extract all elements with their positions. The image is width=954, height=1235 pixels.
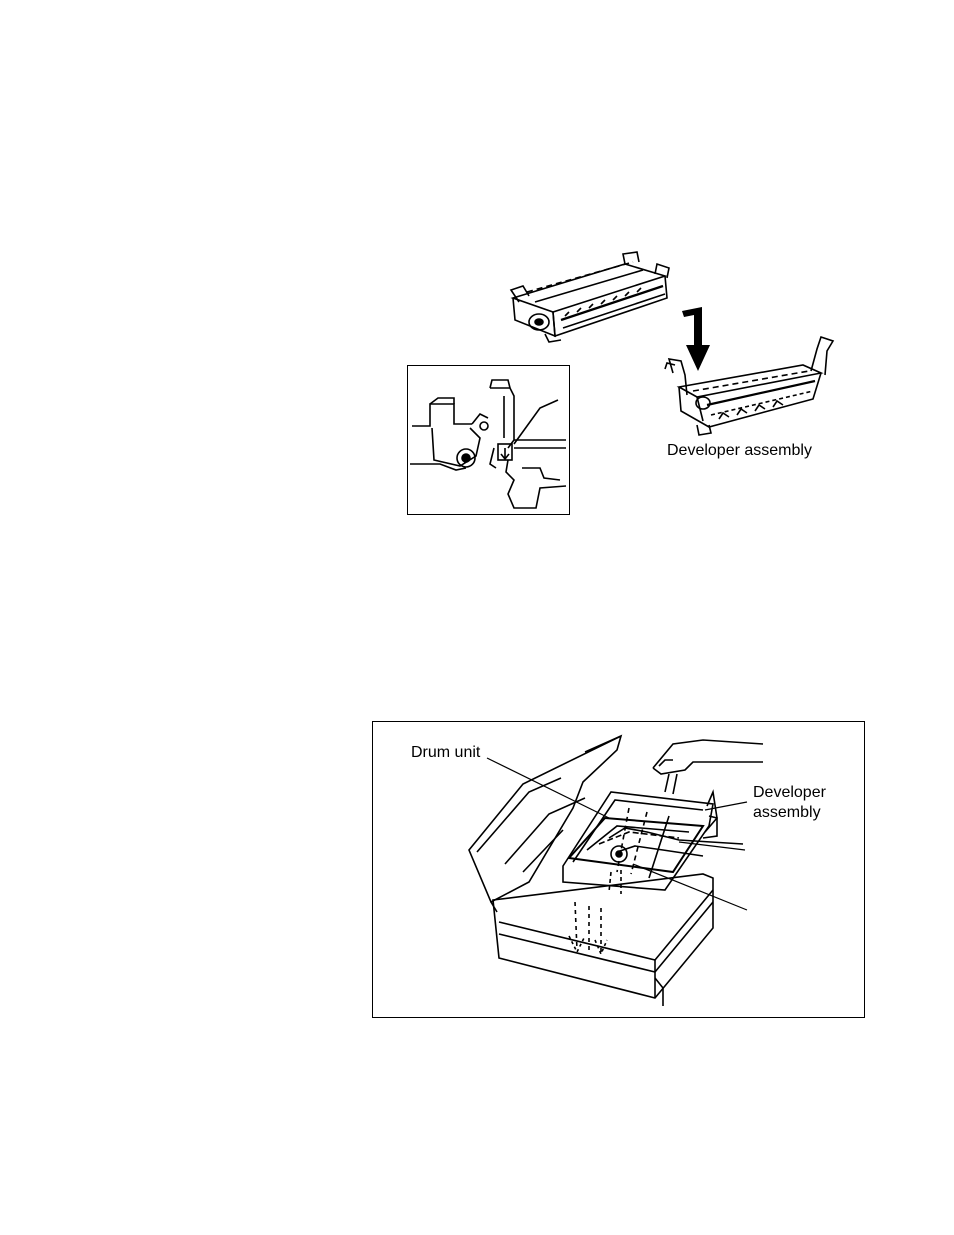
installation-figure-box: Drum unit Developer assembly xyxy=(372,721,865,1018)
developer-assembly-illustration xyxy=(663,335,843,440)
inset-detail-illustration xyxy=(410,368,567,512)
developer-label-line1: Developer xyxy=(753,784,826,802)
printer-installation-illustration xyxy=(373,722,863,1016)
developer-assembly-label: Developer assembly xyxy=(667,442,812,460)
top-figure: Developer assembly xyxy=(395,250,855,520)
developer-label-line2: assembly xyxy=(753,804,821,822)
drum-cartridge-illustration xyxy=(505,250,675,350)
drum-unit-label: Drum unit xyxy=(411,744,480,762)
inset-detail-box xyxy=(407,365,570,515)
